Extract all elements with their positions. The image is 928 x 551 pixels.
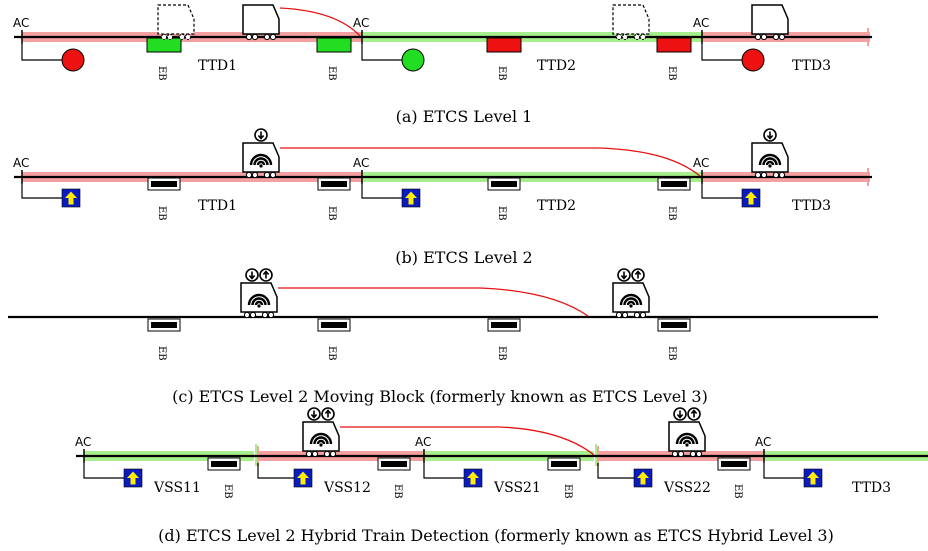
- uplink-icon: [687, 407, 701, 421]
- movement-authority-curve: [278, 287, 589, 317]
- train-icon: [751, 4, 789, 41]
- eurobalise-icon: [547, 457, 581, 471]
- eurobalise-icon: [317, 177, 351, 191]
- eurobalise-label: EB: [666, 66, 677, 81]
- downlink-icon: [673, 407, 687, 421]
- eurobalise-label: EB: [222, 484, 233, 499]
- signal-lamp-icon: [61, 48, 85, 72]
- uplink-icon: [321, 407, 335, 421]
- eurobalise-icon: [147, 177, 181, 191]
- board-marker-icon: [741, 188, 761, 208]
- section-label-ttd3: TTD3: [792, 58, 831, 74]
- eurobalise-label: EB: [496, 206, 507, 221]
- eurobalise-label: EB: [732, 484, 743, 499]
- board-marker-icon: [633, 468, 653, 488]
- eurobalise-icon: [657, 318, 691, 332]
- axle-counter-label: AC: [353, 156, 369, 170]
- eurobalise-icon: [487, 318, 521, 332]
- board-marker-icon: [61, 188, 81, 208]
- train-icon: [242, 4, 280, 41]
- board-marker-icon: [123, 468, 143, 488]
- section-label-ttd1: TTD1: [198, 198, 237, 214]
- axle-counter-label: AC: [13, 16, 29, 30]
- panel-c-moving-block: EB EB EB EB (c) ETCS Level 2 Moving Bloc…: [8, 268, 878, 406]
- downlink-icon: [307, 407, 321, 421]
- movement-authority-curve: [279, 7, 361, 37]
- eurobalise-label: EB: [156, 346, 167, 361]
- train-icon: [302, 421, 340, 458]
- movement-authority-curve: [280, 147, 701, 177]
- caption-b: (b) ETCS Level 2: [395, 248, 532, 267]
- section-label-vss21: VSS21: [493, 480, 541, 496]
- uplink-icon: [631, 268, 645, 282]
- panel-b-etcs-level-2: AC AC AC EB EB EB EB TTD1 TTD2 TTD3 (b) …: [13, 128, 872, 267]
- panel-d-hybrid-train-detection: AC AC AC VSS11 VSS12 VSS21 VSS22 TTD3 EB…: [75, 407, 928, 545]
- eurobalise-label: EB: [562, 484, 573, 499]
- eurobalise-label: EB: [392, 484, 403, 499]
- eurobalise-icon: [316, 37, 352, 53]
- section-label-vss11: VSS11: [153, 480, 201, 496]
- eurobalise-label: EB: [326, 206, 337, 221]
- axle-counter-label: AC: [693, 16, 709, 30]
- section-label-ttd3: TTD3: [792, 198, 831, 214]
- board-marker-icon: [293, 468, 313, 488]
- signal-lamp-icon: [401, 48, 425, 72]
- axle-counter-label: AC: [415, 435, 431, 449]
- section-label-ttd2: TTD2: [537, 198, 576, 214]
- movement-authority-curve: [340, 426, 595, 456]
- downlink-icon: [254, 128, 268, 142]
- downlink-icon: [245, 268, 259, 282]
- board-marker-icon: [463, 468, 483, 488]
- eurobalise-label: EB: [666, 206, 677, 221]
- eurobalise-label: EB: [496, 346, 507, 361]
- eurobalise-label: EB: [156, 206, 167, 221]
- train-icon: [242, 142, 280, 179]
- eurobalise-label: EB: [326, 346, 337, 361]
- section-label-vss12: VSS12: [323, 480, 371, 496]
- eurobalise-icon: [317, 318, 351, 332]
- section-label-ttd2: TTD2: [537, 58, 576, 74]
- eurobalise-icon: [487, 177, 521, 191]
- caption-a: (a) ETCS Level 1: [396, 107, 533, 126]
- axle-counter-label: AC: [755, 435, 771, 449]
- signal-lamp-icon: [741, 48, 765, 72]
- axle-counter-label: AC: [353, 16, 369, 30]
- caption-d: (d) ETCS Level 2 Hybrid Train Detection …: [158, 526, 834, 545]
- eurobalise-icon: [717, 457, 751, 471]
- train-icon: [668, 421, 706, 458]
- panel-a-etcs-level-1: AC AC AC EB EB EB EB TTD1 TTD2 TTD3 (a) …: [13, 4, 872, 126]
- uplink-icon: [259, 268, 273, 282]
- board-marker-icon: [803, 468, 823, 488]
- eurobalise-icon: [377, 457, 411, 471]
- train-icon: [612, 282, 650, 319]
- axle-counter-label: AC: [13, 156, 29, 170]
- eurobalise-icon: [147, 318, 181, 332]
- section-label-vss22: VSS22: [663, 480, 711, 496]
- eurobalise-label: EB: [156, 66, 167, 81]
- downlink-icon: [763, 128, 777, 142]
- eurobalise-icon: [207, 457, 241, 471]
- axle-counter-label: AC: [75, 435, 91, 449]
- eurobalise-icon: [486, 37, 522, 53]
- downlink-icon: [617, 268, 631, 282]
- section-label-ttd3: TTD3: [852, 480, 891, 496]
- board-marker-icon: [401, 188, 421, 208]
- eurobalise-icon: [656, 37, 692, 53]
- eurobalise-label: EB: [326, 66, 337, 81]
- axle-counter-label: AC: [693, 156, 709, 170]
- section-label-ttd1: TTD1: [198, 58, 237, 74]
- eurobalise-label: EB: [666, 346, 677, 361]
- train-icon: [240, 282, 278, 319]
- caption-c: (c) ETCS Level 2 Moving Block (formerly …: [172, 387, 708, 406]
- eurobalise-label: EB: [496, 66, 507, 81]
- train-icon: [751, 142, 789, 179]
- eurobalise-icon: [657, 177, 691, 191]
